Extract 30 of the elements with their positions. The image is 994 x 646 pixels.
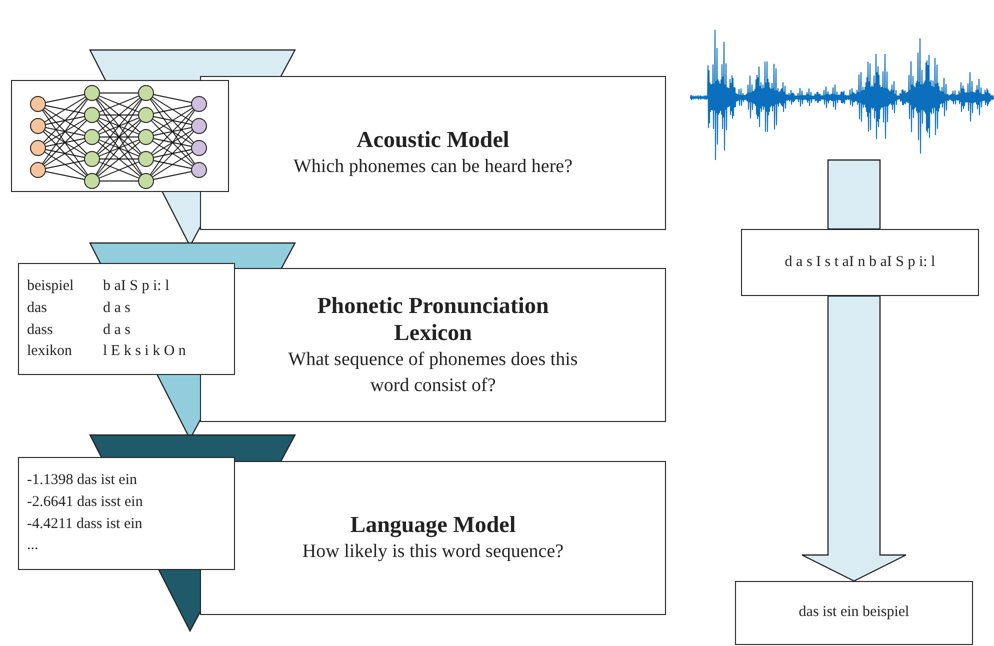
stage-question: How likely is this word sequence? (302, 540, 564, 564)
text-box (741, 229, 979, 296)
phoneme-cell-text: l E k s i k O n (103, 342, 187, 362)
stage-title: Acoustic Model (356, 126, 510, 154)
score-line: -2.6641 das isst ein (27, 494, 143, 510)
score-list (18, 457, 235, 570)
stage-box (200, 268, 666, 422)
word-cell-text: dass (27, 320, 54, 340)
block-arrow (801, 295, 907, 582)
stage-question: What sequence of phonemes does this word consist of? (287, 348, 579, 398)
stage-title: Language Model (350, 511, 516, 539)
lexicon-table (18, 263, 235, 375)
phoneme-cell-text: b aI S p i: l (103, 277, 170, 296)
transcript-text: das ist ein beispiel (798, 603, 910, 622)
stage-box (200, 461, 666, 615)
phoneme-cell-text: d a s (103, 298, 132, 318)
stage-box (200, 76, 666, 230)
word-cell-text: beispiel (27, 277, 75, 296)
stage-question: Which phonemes can be heard here? (293, 154, 573, 179)
text-box (735, 581, 973, 645)
stage-title: Phonetic Pronunciation Lexicon (316, 292, 550, 347)
score-line: -4.4211 dass ist ein (27, 516, 142, 532)
transcript-text: d a s I s t aI n b aI S p i: l (784, 252, 936, 272)
phoneme-cell-text: d a s (103, 320, 132, 340)
score-line: ... (27, 537, 38, 554)
word-cell-text: das (27, 298, 48, 318)
word-cell-text: lexikon (27, 342, 73, 362)
block-arrow (827, 159, 881, 230)
score-line: -1.1398 das ist ein (27, 472, 137, 488)
neural-network-drawing (11, 80, 229, 192)
